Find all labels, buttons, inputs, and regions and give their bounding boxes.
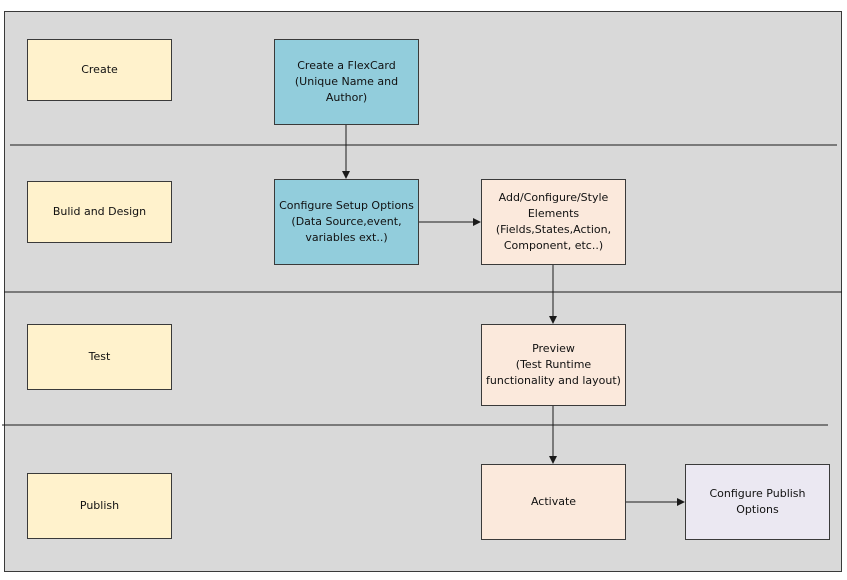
- step-create-flexcard: Create a FlexCard (Unique Name and Autho…: [274, 39, 419, 125]
- lane-label-publish: Publish: [27, 473, 172, 539]
- lane-label-build-design: Bulid and Design: [27, 181, 172, 243]
- step-configure-publish-options: Configure Publish Options: [685, 464, 830, 540]
- lane-label-create: Create: [27, 39, 172, 101]
- step-activate: Activate: [481, 464, 626, 540]
- step-add-configure-style-elements: Add/Configure/Style Elements (Fields,Sta…: [481, 179, 626, 265]
- step-configure-setup-options: Configure Setup Options (Data Source,eve…: [274, 179, 419, 265]
- lane-label-test: Test: [27, 324, 172, 390]
- step-preview: Preview (Test Runtime functionality and …: [481, 324, 626, 406]
